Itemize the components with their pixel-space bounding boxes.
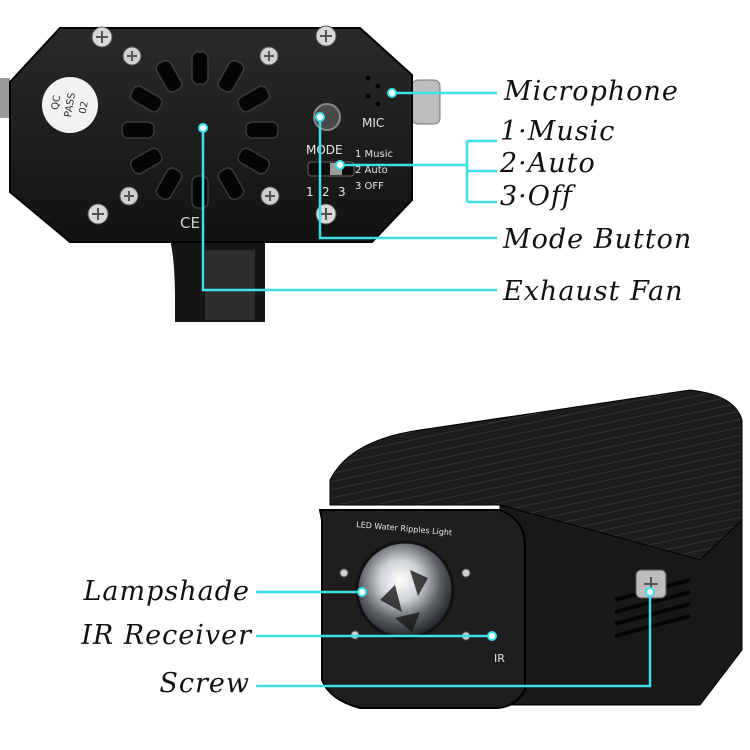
lampshade-lens — [355, 540, 455, 640]
sticker-line-3: 02 — [78, 100, 91, 114]
line-exhaust-fan — [201, 128, 497, 292]
callout-dots-top — [198, 88, 397, 170]
switch-pos-2: 2 — [322, 185, 330, 199]
sticker-line-2: PASS — [63, 92, 78, 118]
side-knob — [411, 79, 441, 125]
callout-lines-bottom — [256, 590, 652, 688]
mic-holes — [365, 75, 381, 107]
ce-mark: CE — [180, 214, 200, 232]
label-mode-button: Mode Button — [503, 224, 693, 255]
bracket-plate — [205, 250, 255, 320]
label-ir-receiver: IR Receiver — [81, 620, 252, 651]
switch-opt-1: 1 Music — [355, 149, 393, 160]
device-top-surface — [329, 389, 743, 561]
label-microphone: Microphone — [504, 76, 679, 107]
device-front-view: LED Water Ripples Light IR — [318, 389, 743, 709]
line-mode-button — [318, 117, 497, 240]
lens-facets — [380, 570, 428, 632]
label-lampshade: Lampshade — [83, 576, 250, 607]
switch-pos-3: 3 — [338, 185, 346, 199]
label-screw: Screw — [159, 668, 250, 699]
label-mode-3: 3·Off — [500, 181, 573, 212]
mode-print: MODE — [306, 143, 343, 157]
mic-print: MIC — [362, 116, 384, 130]
ir-print: IR — [494, 652, 505, 665]
label-exhaust-fan: Exhaust Fan — [503, 276, 684, 307]
back-panel-body — [9, 27, 413, 243]
switch-opt-2: 2 Auto — [355, 165, 388, 176]
device-back-panel: QC PASS 02 CE — [0, 25, 441, 322]
exhaust-fan-vents — [121, 51, 279, 209]
label-mode-2: 2·Auto — [500, 148, 596, 179]
callout-lines-top — [201, 91, 497, 292]
left-knob — [0, 78, 10, 118]
sticker-line-1: QC — [50, 94, 63, 111]
switch-opt-3: 3 OFF — [355, 181, 384, 192]
line-screw — [256, 592, 652, 688]
callout-dots-bottom — [357, 587, 655, 641]
qc-sticker: QC PASS 02 — [42, 77, 98, 133]
label-mode-1: 1·Music — [500, 116, 616, 147]
line-mode-bracket — [465, 139, 497, 204]
switch-pos-1: 1 — [306, 185, 314, 199]
